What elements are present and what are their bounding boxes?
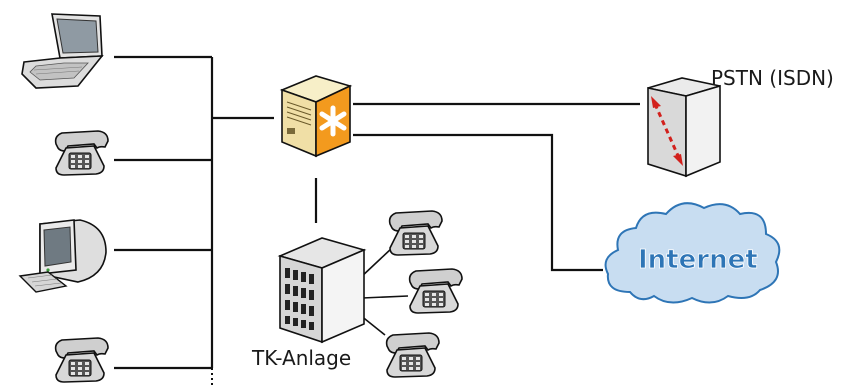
tk-anlage-label: TK-Anlage	[252, 346, 352, 370]
desktop-computer-icon	[18, 219, 107, 293]
cloud-icon: Internet	[604, 202, 781, 304]
telephone-icon	[54, 337, 109, 383]
telephone-icon	[388, 210, 443, 256]
telephone-icon	[408, 268, 463, 314]
server-to-internet-link	[353, 133, 603, 272]
pbx-tower-icon	[277, 237, 367, 344]
connection-lines	[114, 55, 640, 385]
pbx-to-phone-2-link	[361, 295, 409, 299]
laptop-icon	[21, 13, 104, 89]
pstn-label: PSTN (ISDN)	[711, 66, 834, 90]
pstn-isdn-box-icon	[647, 77, 721, 178]
telephone-icon	[385, 332, 440, 378]
internet-label: Internet	[638, 245, 758, 275]
pbx-to-phone-1-link	[359, 247, 393, 279]
telephone-icon	[54, 130, 109, 176]
asterisk-server-icon	[279, 75, 353, 158]
